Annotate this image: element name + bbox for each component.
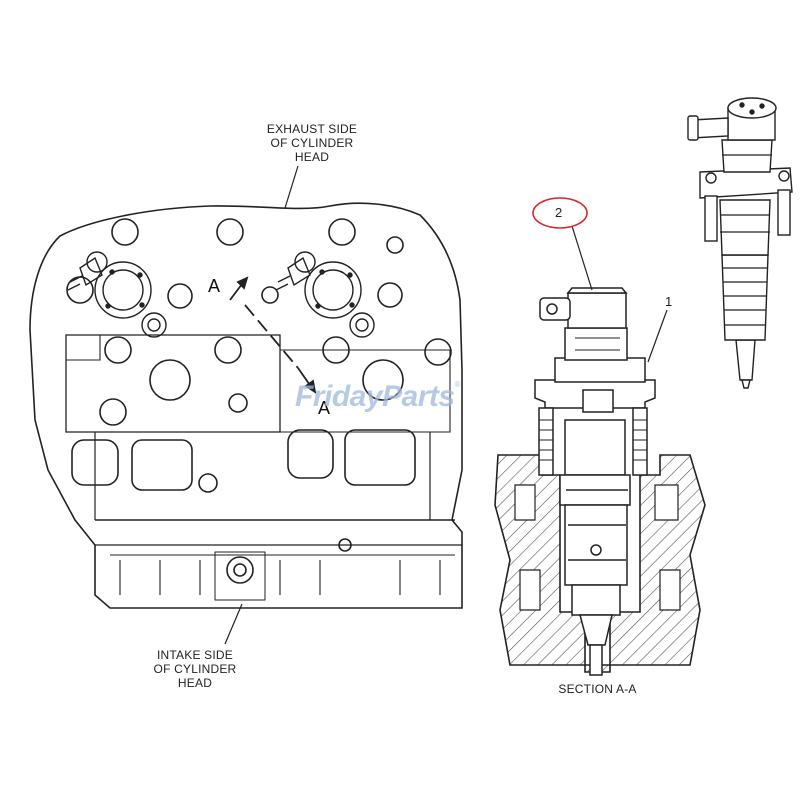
intake-side-label: INTAKE SIDE OF CYLINDER HEAD xyxy=(145,648,245,690)
label-leaders xyxy=(224,165,299,645)
exhaust-side-label: EXHAUST SIDE OF CYLINDER HEAD xyxy=(262,122,362,164)
intake-side-line-2: OF CYLINDER xyxy=(153,662,237,676)
section-cut-line xyxy=(229,276,317,394)
section-a-a xyxy=(494,287,706,676)
section-marker-top: A xyxy=(208,276,221,296)
callout-item-2: 2 xyxy=(555,205,563,220)
head-outline xyxy=(29,202,463,609)
intake-side-line-1: INTAKE SIDE xyxy=(157,648,233,662)
section-caption: SECTION A-A xyxy=(558,682,637,696)
exhaust-side-line-3: HEAD xyxy=(294,150,330,164)
section-marker-bottom: A xyxy=(318,398,331,418)
watermark-text-b: Parts xyxy=(382,380,455,413)
exhaust-side-line-2: OF CYLINDER xyxy=(270,136,354,150)
injector-top-right xyxy=(275,251,375,338)
intake-side-line-3: HEAD xyxy=(177,676,213,690)
callout-item-1: 1 xyxy=(665,294,673,309)
exhaust-side-line-1: EXHAUST SIDE xyxy=(266,122,358,136)
watermark-logo: FridayParts® xyxy=(295,380,461,414)
callout-leaders xyxy=(571,225,668,363)
injector-top-left xyxy=(67,251,167,338)
watermark-text-a: Friday xyxy=(295,380,383,413)
head-inner-plate xyxy=(65,334,281,433)
watermark-registered-mark: ® xyxy=(454,380,461,389)
section-hatched-block xyxy=(494,454,706,673)
cylinder-head-top-view xyxy=(29,202,463,609)
callout-2-highlight-circle xyxy=(532,197,588,229)
injector-isometric-view xyxy=(687,97,793,389)
